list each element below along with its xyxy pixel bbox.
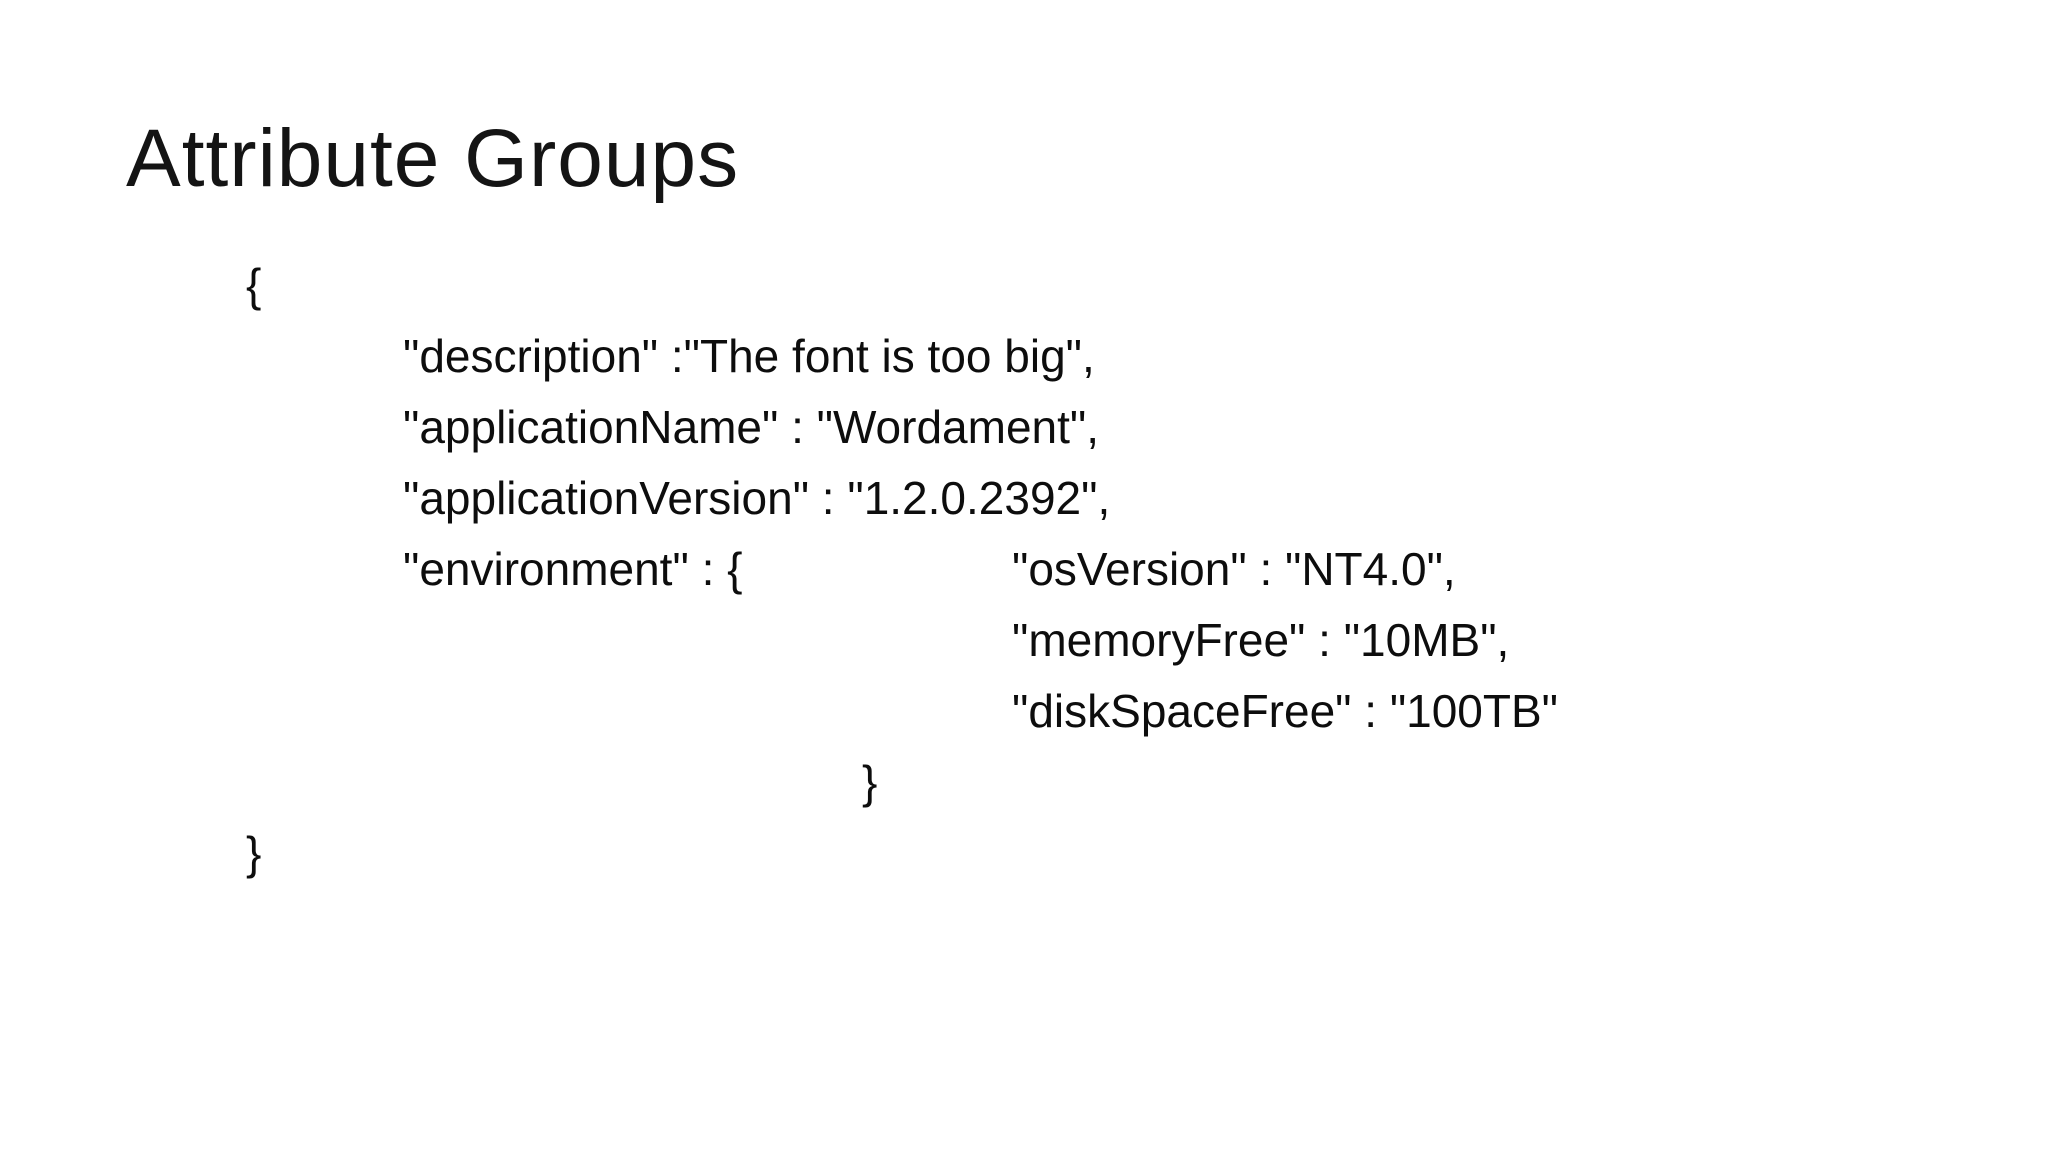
code-os-version: "osVersion" : "NT4.0", bbox=[1012, 543, 1456, 595]
code-line-memory-free: "memoryFree" : "10MB", bbox=[1012, 614, 1510, 666]
code-line-application-version: "applicationVersion" : "1.2.0.2392", bbox=[403, 472, 1111, 524]
code-line-nested-close-brace: } bbox=[862, 756, 878, 808]
json-code-block: { "description" :"The font is too big", … bbox=[0, 250, 2048, 889]
code-environment-key: "environment" : { bbox=[403, 543, 743, 595]
code-line-open-brace: { bbox=[246, 259, 262, 311]
page-title: Attribute Groups bbox=[126, 113, 740, 204]
code-line-description: "description" :"The font is too big", bbox=[403, 330, 1095, 382]
code-line-disk-space-free: "diskSpaceFree" : "100TB" bbox=[1012, 685, 1559, 737]
code-line-environment: "environment" : { "osVersion" : "NT4.0", bbox=[0, 534, 2048, 605]
code-line-close-brace: } bbox=[246, 827, 262, 879]
code-line-application-name: "applicationName" : "Wordament", bbox=[403, 401, 1099, 453]
